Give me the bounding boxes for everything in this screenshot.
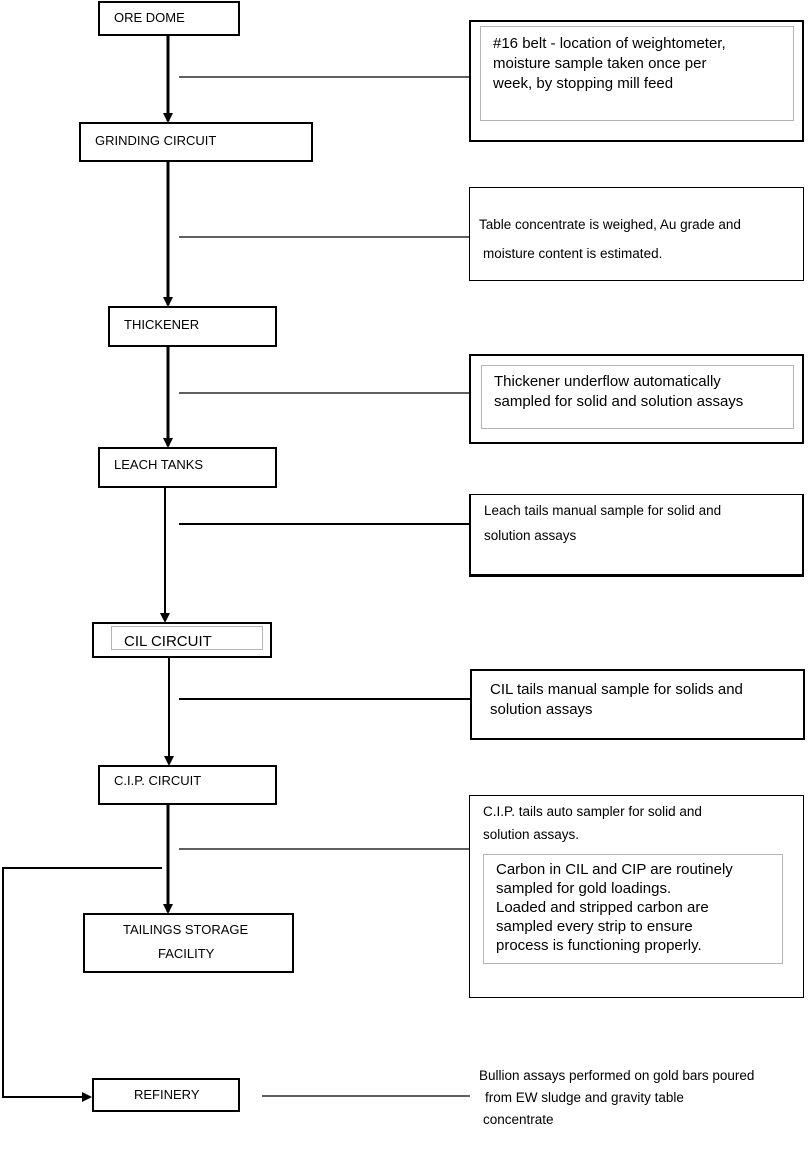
refinery-label: REFINERY	[134, 1087, 200, 1102]
ore-dome-label: ORE DOME	[114, 10, 185, 25]
grinding-circuit-label: GRINDING CIRCUIT	[95, 133, 217, 148]
leach-note-line1: Leach tails manual sample for solid and	[484, 503, 722, 518]
thickener-note-line2: sampled for solid and solution assays	[494, 393, 744, 410]
bullion-note-line2: from EW sludge and gravity table	[485, 1090, 684, 1105]
carbon-note-line3: Loaded and stripped carbon are	[496, 899, 709, 916]
cil-note-box: CIL tails manual sample for solids and s…	[470, 669, 805, 740]
carbon-note-line1: Carbon in CIL and CIP are routinely	[496, 861, 733, 878]
thickener-box: THICKENER	[108, 306, 277, 347]
tailings-label-line2: FACILITY	[158, 946, 215, 961]
cip-circuit-label: C.I.P. CIRCUIT	[114, 773, 202, 788]
thickener-label: THICKENER	[124, 317, 200, 332]
cil-circuit-inner-frame	[111, 626, 263, 650]
carbon-note-line2: sampled for gold loadings.	[496, 880, 672, 897]
thickener-note-box: Thickener underflow automatically sample…	[469, 354, 804, 444]
thickener-note-inner-frame: Thickener underflow automatically sample…	[481, 365, 794, 429]
table-note-line1: Table concentrate is weighed, Au grade a…	[479, 217, 741, 232]
leach-tanks-label: LEACH TANKS	[114, 457, 204, 472]
table-concentrate-note-box: Table concentrate is weighed, Au grade a…	[469, 187, 804, 281]
cip-note-line2: solution assays.	[483, 827, 580, 842]
refinery-box: REFINERY	[92, 1078, 240, 1112]
cip-note-box: C.I.P. tails auto sampler for solid and …	[469, 795, 804, 998]
cil-note-line2: solution assays	[490, 701, 593, 718]
leach-note-box: Leach tails manual sample for solid and …	[469, 494, 804, 577]
thickener-note-line1: Thickener underflow automatically	[494, 373, 721, 390]
bullion-note-line1: Bullion assays performed on gold bars po…	[479, 1068, 755, 1083]
cil-circuit-label: CIL CIRCUIT	[124, 633, 212, 650]
cip-note-line1: C.I.P. tails auto sampler for solid and	[483, 804, 702, 819]
tailings-storage-box: TAILINGS STORAGE FACILITY	[83, 913, 294, 973]
arrow-cip-to-refinery	[2, 867, 162, 1102]
cil-note-line1: CIL tails manual sample for solids and	[490, 681, 743, 698]
grinding-circuit-box: GRINDING CIRCUIT	[79, 122, 313, 162]
cil-circuit-box: CIL CIRCUIT	[92, 622, 272, 658]
leach-tanks-box: LEACH TANKS	[98, 447, 277, 488]
ore-dome-box: ORE DOME	[98, 1, 240, 36]
carbon-note-line5: process is functioning properly.	[496, 937, 702, 954]
table-note-line2: moisture content is estimated.	[483, 246, 663, 261]
carbon-note-inner-frame: Carbon in CIL and CIP are routinely samp…	[483, 854, 783, 964]
belt-note-line1: #16 belt - location of weightometer,	[493, 35, 726, 52]
tailings-label-line1: TAILINGS STORAGE	[123, 922, 249, 937]
belt-note-box: #16 belt - location of weightometer, moi…	[469, 20, 804, 142]
bullion-note-line3: concentrate	[483, 1112, 554, 1127]
belt-note-line2: moisture sample taken once per	[493, 55, 707, 72]
carbon-note-line4: sampled every strip to ensure	[496, 918, 693, 935]
cip-circuit-box: C.I.P. CIRCUIT	[98, 765, 277, 805]
leach-note-line2: solution assays	[484, 528, 577, 543]
belt-note-line3: week, by stopping mill feed	[493, 75, 674, 92]
belt-note-inner-frame: #16 belt - location of weightometer, moi…	[480, 26, 794, 121]
